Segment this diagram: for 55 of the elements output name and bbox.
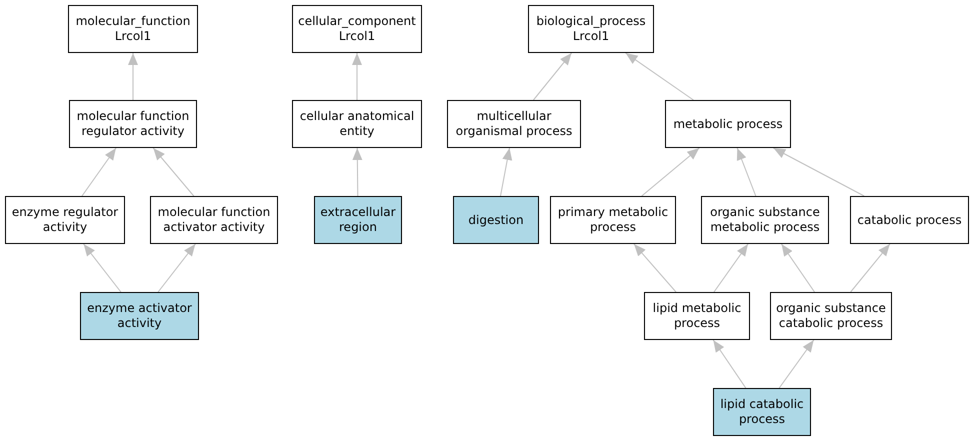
arrow — [641, 148, 700, 196]
term-box — [292, 5, 422, 53]
arrow — [712, 340, 746, 388]
arrow — [532, 52, 572, 100]
arrow — [772, 148, 865, 196]
term-box — [550, 196, 676, 244]
term-box — [447, 100, 581, 148]
term-label: enzyme activator activity — [86, 301, 193, 331]
term-box — [150, 196, 278, 244]
term-box — [68, 5, 198, 53]
term-box — [69, 100, 197, 148]
arrow — [781, 244, 815, 292]
arrow — [82, 148, 116, 196]
term-box — [528, 5, 654, 53]
arrow — [850, 244, 890, 292]
term-box — [644, 292, 750, 340]
term-label: cellular_component Lrcol1 — [297, 14, 417, 44]
term-box — [850, 196, 969, 244]
arrow — [634, 244, 676, 292]
term-box — [314, 196, 402, 244]
term-box — [453, 196, 539, 244]
term-label: organic substance catabolic process — [775, 301, 887, 331]
arrow — [352, 148, 362, 196]
term-box — [80, 292, 199, 340]
arrow — [83, 244, 122, 292]
term-label: cellular anatomical entity — [298, 109, 416, 139]
term-label: organic substance metabolic process — [709, 205, 821, 235]
term-label: lipid metabolic process — [652, 301, 742, 331]
term-box — [665, 100, 791, 148]
term-label: metabolic process — [673, 116, 783, 132]
term-label: multicellular organismal process — [454, 109, 574, 139]
term-box — [701, 196, 829, 244]
arrow — [714, 244, 748, 292]
arrow — [778, 340, 814, 388]
arrow — [625, 52, 694, 100]
term-label: catabolic process — [857, 212, 962, 228]
term-label: lipid catabolic process — [719, 397, 805, 427]
term-box — [770, 292, 892, 340]
term-label: molecular function activator activity — [156, 205, 272, 235]
term-label: digestion — [468, 212, 524, 228]
term-label: extracellular region — [319, 205, 397, 235]
arrow — [736, 148, 756, 196]
term-label: biological_process Lrcol1 — [535, 14, 647, 44]
arrow — [500, 148, 512, 196]
term-label: molecular_function Lrcol1 — [74, 14, 192, 44]
arrow — [128, 52, 138, 100]
term-box — [292, 100, 422, 148]
arrow — [158, 244, 196, 292]
arrow — [152, 148, 194, 196]
term-box — [713, 388, 811, 436]
term-label: primary metabolic process — [556, 205, 670, 235]
term-label: molecular function regulator activity — [76, 109, 190, 139]
arrow — [352, 52, 362, 100]
term-box — [5, 196, 125, 244]
term-label: enzyme regulator activity — [10, 205, 120, 235]
